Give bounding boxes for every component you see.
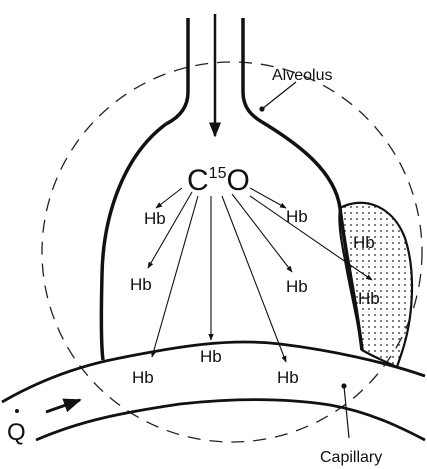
flow-label: Q	[7, 419, 26, 446]
hb-label: Hb	[144, 209, 166, 228]
tracer-mass-number: 15	[209, 165, 227, 182]
q-dot-mark	[15, 409, 19, 413]
airway-left-wall	[166, 18, 188, 124]
capillary-pointer	[344, 386, 349, 438]
hb-label: Hb	[286, 207, 308, 226]
hb-label: Hb	[358, 289, 380, 308]
alveolus-label: Alveolus	[272, 67, 332, 84]
alveolus-pointer-dot	[259, 106, 264, 111]
capillary-label: Capillary	[320, 449, 382, 466]
alveolus-pointer	[262, 82, 296, 109]
hb-label: Hb	[130, 275, 152, 294]
capillary-bottom-wall	[36, 400, 425, 440]
diffusion-arrow	[148, 192, 192, 268]
diffusion-arrows	[148, 188, 372, 362]
hb-label: Hb	[132, 368, 154, 387]
diffusion-arrow	[156, 188, 182, 208]
diffusion-arrow	[250, 188, 286, 208]
airway-right-wall	[243, 18, 262, 122]
capillary-pointer-dot	[341, 383, 346, 388]
hb-label: Hb	[277, 368, 299, 387]
tracer-label: C15O	[187, 164, 250, 197]
hb-label: Hb	[286, 277, 308, 296]
tracer-o: O	[226, 164, 249, 197]
diffusion-arrow	[222, 196, 286, 362]
alveolus-sac	[101, 124, 166, 360]
hb-label: Hb	[353, 233, 375, 252]
tracer-c: C	[187, 164, 209, 197]
hb-label: Hb	[200, 347, 222, 366]
diffusion-arrow	[232, 194, 292, 272]
flow-arrow	[46, 400, 80, 412]
